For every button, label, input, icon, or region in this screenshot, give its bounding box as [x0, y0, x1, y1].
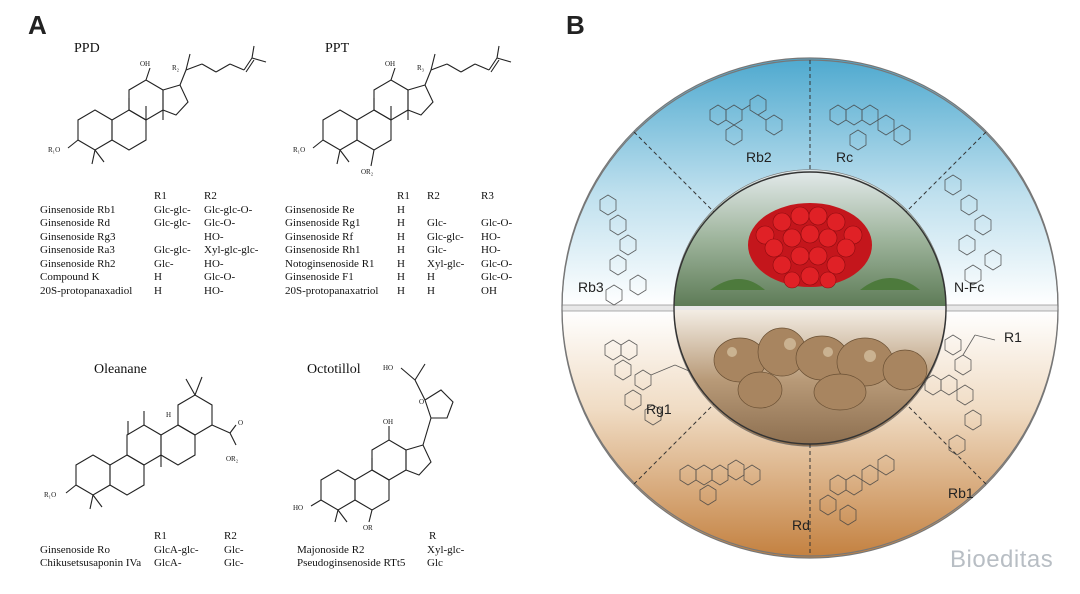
ppt-structure: OH R₃ R₁O OR₂	[293, 45, 512, 176]
label-rg1: Rg1	[646, 401, 672, 417]
ppd-title: PPD	[74, 41, 100, 56]
octotillol-ho2-label: HO	[293, 504, 303, 512]
oleanane-h-label: H	[166, 411, 171, 419]
divider-top-left	[633, 131, 715, 213]
ppt-r2-label: OR₂	[361, 168, 374, 176]
oleanane-title: Oleanane	[94, 362, 147, 377]
ginsenoside-ring-diagram: Rb2 Rc Rb3 N-Fc Rg1 R1 Rb1 Rd	[561, 57, 1059, 559]
ppt-header-r1: R1	[397, 190, 410, 202]
ppt-header-r3: R3	[481, 190, 494, 202]
oleanane-header-r1: R1	[154, 530, 167, 542]
panel-a-letter: A	[28, 10, 47, 40]
label-rb1: Rb1	[948, 485, 974, 501]
octotillol-header-r: R	[429, 530, 437, 542]
octotillol-title: Octotillol	[307, 362, 361, 377]
label-rb2: Rb2	[746, 149, 772, 165]
oleanane-r1-label: R₁O	[44, 491, 56, 499]
panel-b-letter: B	[566, 10, 585, 40]
ppd-structure: OH R₂ R₁O	[48, 45, 267, 165]
oleanane-r2-label: OR₂	[226, 455, 239, 463]
ppd-header-r1: R1	[154, 190, 167, 202]
label-rc: Rc	[836, 149, 853, 165]
ppt-oh-label: OH	[385, 60, 395, 68]
ppt-title: PPT	[325, 41, 350, 56]
ppd-r2-label: R₂	[172, 64, 180, 72]
label-rd: Rd	[792, 517, 810, 533]
ppd-oh-label: OH	[140, 60, 150, 68]
label-rb3: Rb3	[578, 279, 604, 295]
label-r1: R1	[1004, 329, 1022, 345]
oleanane-o-label: O	[238, 419, 243, 427]
divider-top-right	[905, 131, 987, 213]
octotillol-o-label: O	[419, 398, 424, 406]
oleanane-structure: R₁O OR₂ O H	[44, 376, 243, 510]
molecule-sketches	[599, 94, 1002, 526]
ppd-r1-label: R₁O	[48, 146, 60, 154]
octotillol-oh-label: OH	[383, 418, 393, 426]
octotillol-structure: HO O OH HO OR	[293, 363, 454, 530]
divider-bottom-right	[905, 403, 987, 485]
label-n-fc: N-Fc	[954, 279, 984, 295]
ppt-r3-label: R₃	[417, 64, 425, 72]
octotillol-or-label: OR	[363, 524, 373, 530]
octotillol-ho-label: HO	[383, 364, 393, 372]
ppt-header-r2: R2	[427, 190, 440, 202]
watermark: Bioeditas	[950, 546, 1054, 573]
ppd-header-r2: R2	[204, 190, 217, 202]
ppt-r1-label: R₁O	[293, 146, 305, 154]
divider-bottom-left	[633, 403, 715, 485]
oleanane-header-r2: R2	[224, 530, 237, 542]
